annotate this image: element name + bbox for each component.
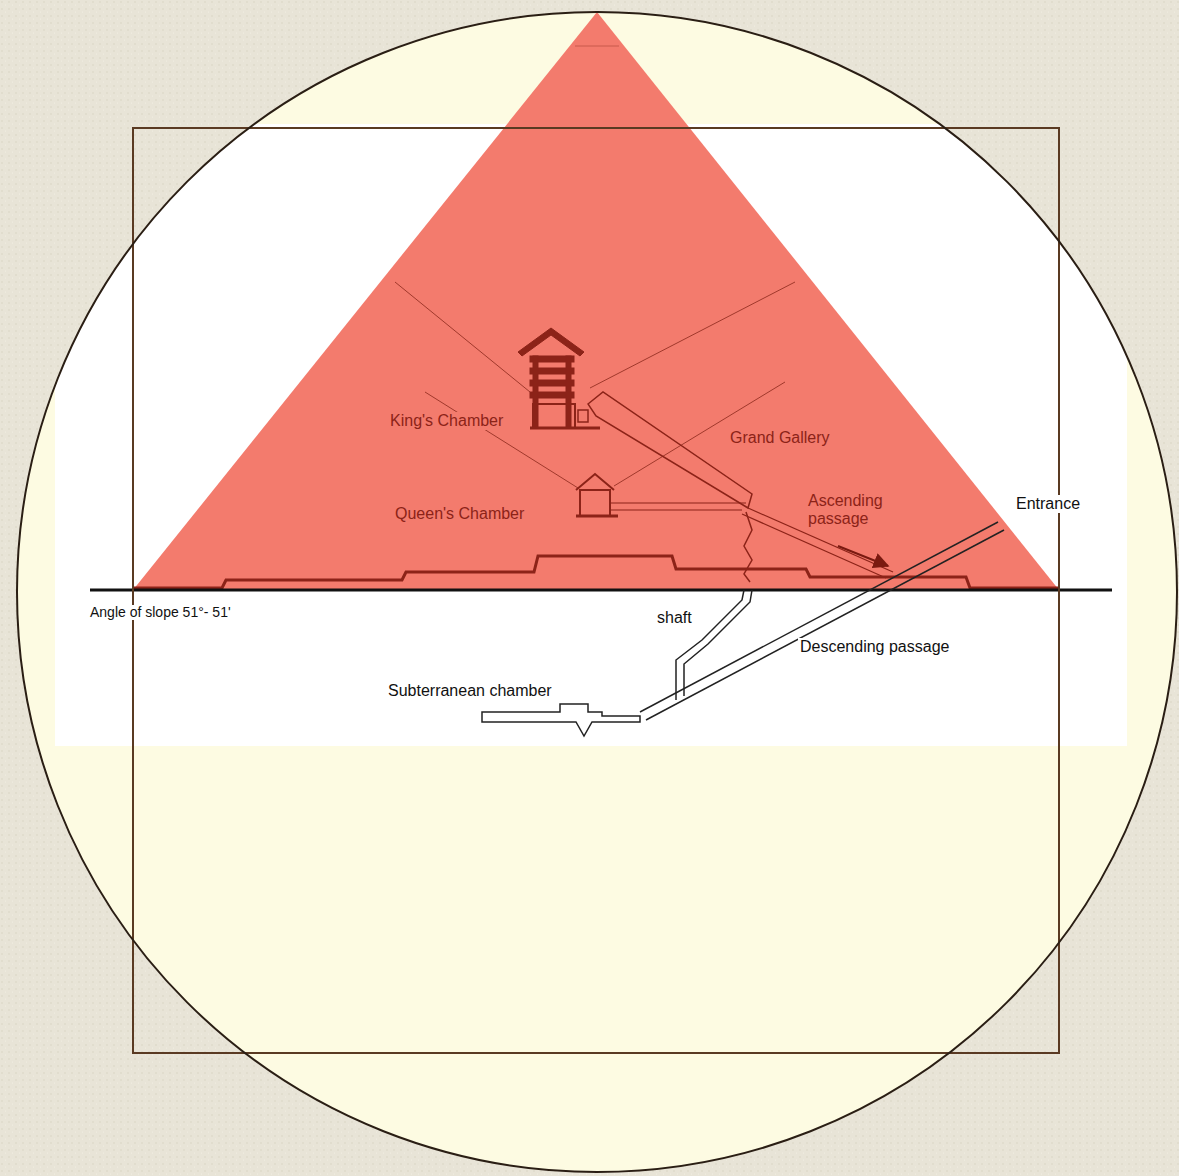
part-label: shaft bbox=[655, 609, 694, 627]
circle-fill bbox=[17, 12, 1177, 1172]
pyramid-section bbox=[133, 12, 1059, 590]
grand-gallery bbox=[588, 392, 752, 508]
queens-chamber bbox=[576, 474, 746, 516]
part-label: King's Chamber bbox=[388, 412, 505, 430]
part-label: Queen's Chamber bbox=[393, 505, 526, 523]
pointer-arrow bbox=[838, 546, 888, 566]
part-label: Grand Gallery bbox=[728, 429, 832, 447]
ground-line bbox=[90, 589, 1112, 592]
part-label: Descending passage bbox=[798, 638, 951, 656]
subterranean-chamber bbox=[482, 704, 640, 736]
descending-passage bbox=[640, 522, 1004, 720]
part-label: Entrance bbox=[1014, 495, 1082, 513]
square-outline bbox=[133, 128, 1059, 1053]
well-shaft-upper bbox=[744, 512, 752, 582]
bedrock-steps bbox=[133, 556, 1059, 588]
part-label: Subterranean chamber bbox=[386, 682, 554, 700]
part-label: Angle of slope 51°- 51' bbox=[88, 605, 233, 620]
part-label: Ascending passage bbox=[806, 492, 910, 527]
air-shafts bbox=[395, 282, 795, 488]
kings-chamber bbox=[518, 328, 600, 428]
circle-outline bbox=[17, 12, 1177, 1172]
capstone-line bbox=[575, 46, 619, 47]
well-shaft bbox=[676, 590, 752, 700]
